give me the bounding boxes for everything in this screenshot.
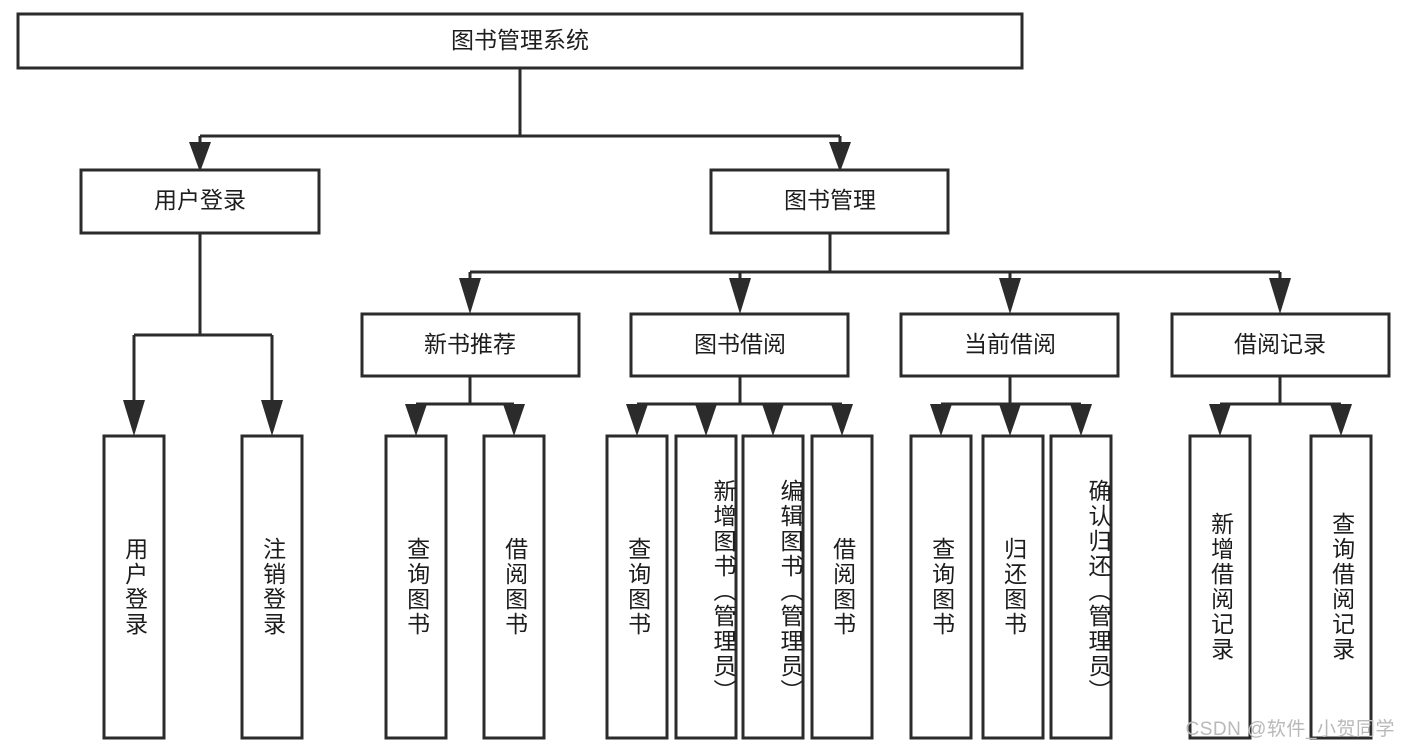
connector-records-to-leaves	[1209, 376, 1352, 436]
node-user-login[interactable]: 用户登录	[79, 168, 321, 235]
node-new-book-recommend[interactable]: 新书推荐	[360, 312, 581, 378]
arrow-head-icon	[626, 404, 648, 436]
arrow-head-icon	[1070, 404, 1092, 436]
arrow-head-icon	[1330, 404, 1352, 436]
node-user-login-label: 用户登录	[154, 187, 246, 213]
node-book-management[interactable]: 图书管理	[709, 168, 950, 235]
leaf-rect-user-login	[102, 434, 166, 740]
arrow-head-icon	[829, 142, 851, 172]
arrow-head-icon	[729, 278, 751, 314]
connector-borrow-to-leaves	[626, 376, 853, 436]
arrow-head-icon	[831, 404, 853, 436]
node-current-borrow-label: 当前借阅	[964, 331, 1056, 357]
leaf-rect-query-book-1	[384, 434, 448, 740]
leaf-rect-logout	[240, 434, 304, 740]
leaf-node-rects	[102, 434, 1373, 740]
leaf-rect-add-record	[1188, 434, 1252, 740]
connector-login-to-leaves	[123, 233, 283, 436]
connector-books-to-level3	[459, 233, 1291, 314]
node-root-system[interactable]: 图书管理系统	[16, 12, 1024, 70]
leaf-rect-add-book-admin	[674, 434, 738, 740]
csdn-watermark: CSDN @软件_小贺同学	[1185, 719, 1395, 740]
leaf-rect-query-book-2	[605, 434, 669, 740]
arrow-head-icon	[459, 278, 481, 314]
arrow-head-icon	[123, 400, 145, 436]
arrow-head-icon	[999, 278, 1021, 314]
node-current-borrow[interactable]: 当前借阅	[899, 312, 1120, 378]
leaf-rect-confirm-return-admin	[1049, 434, 1113, 740]
arrow-head-icon	[189, 142, 211, 172]
leaf-rect-borrow-book-2	[810, 434, 874, 740]
leaf-rect-return-book	[981, 434, 1045, 740]
connector-root-to-level2	[189, 68, 851, 172]
arrow-head-icon	[405, 404, 427, 436]
arrow-head-icon	[1209, 404, 1231, 436]
connector-newbooks-to-leaves	[405, 376, 525, 436]
arrow-head-icon	[503, 404, 525, 436]
node-book-management-label: 图书管理	[784, 187, 876, 213]
arrow-head-icon	[1269, 278, 1291, 314]
node-book-borrow[interactable]: 图书借阅	[629, 312, 850, 378]
arrow-head-icon	[999, 404, 1021, 436]
node-root-label: 图书管理系统	[451, 27, 589, 53]
node-book-borrow-label: 图书借阅	[694, 331, 786, 357]
arrow-head-icon	[762, 404, 784, 436]
connector-current-to-leaves	[930, 376, 1092, 436]
leaf-rect-borrow-book-1	[482, 434, 546, 740]
leaf-rect-query-book-3	[909, 434, 973, 740]
leaf-rect-edit-book-admin	[741, 434, 805, 740]
arrow-head-icon	[930, 404, 952, 436]
arrow-head-icon	[261, 400, 283, 436]
node-new-book-recommend-label: 新书推荐	[424, 331, 516, 357]
node-borrow-records[interactable]: 借阅记录	[1170, 312, 1391, 378]
node-borrow-records-label: 借阅记录	[1234, 331, 1326, 357]
leaf-rect-query-record	[1309, 434, 1373, 740]
arrow-head-icon	[695, 404, 717, 436]
